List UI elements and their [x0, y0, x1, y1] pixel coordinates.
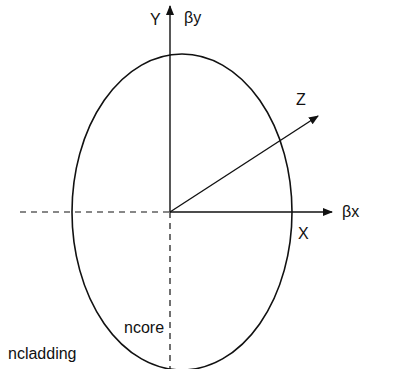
axis-label: Z — [296, 92, 306, 108]
z-axis — [170, 116, 318, 212]
y-axis — [169, 6, 170, 212]
x-axis — [170, 211, 332, 212]
axis-label: Y — [150, 12, 161, 28]
index-label: ncladding — [8, 346, 77, 362]
x-axis-dashed — [20, 211, 170, 212]
index-label: ncore — [124, 320, 164, 336]
axis-label: X — [298, 226, 309, 242]
y-axis-dashed — [169, 212, 170, 369]
axis-label: βy — [184, 10, 201, 26]
axis-label: βx — [342, 204, 359, 220]
